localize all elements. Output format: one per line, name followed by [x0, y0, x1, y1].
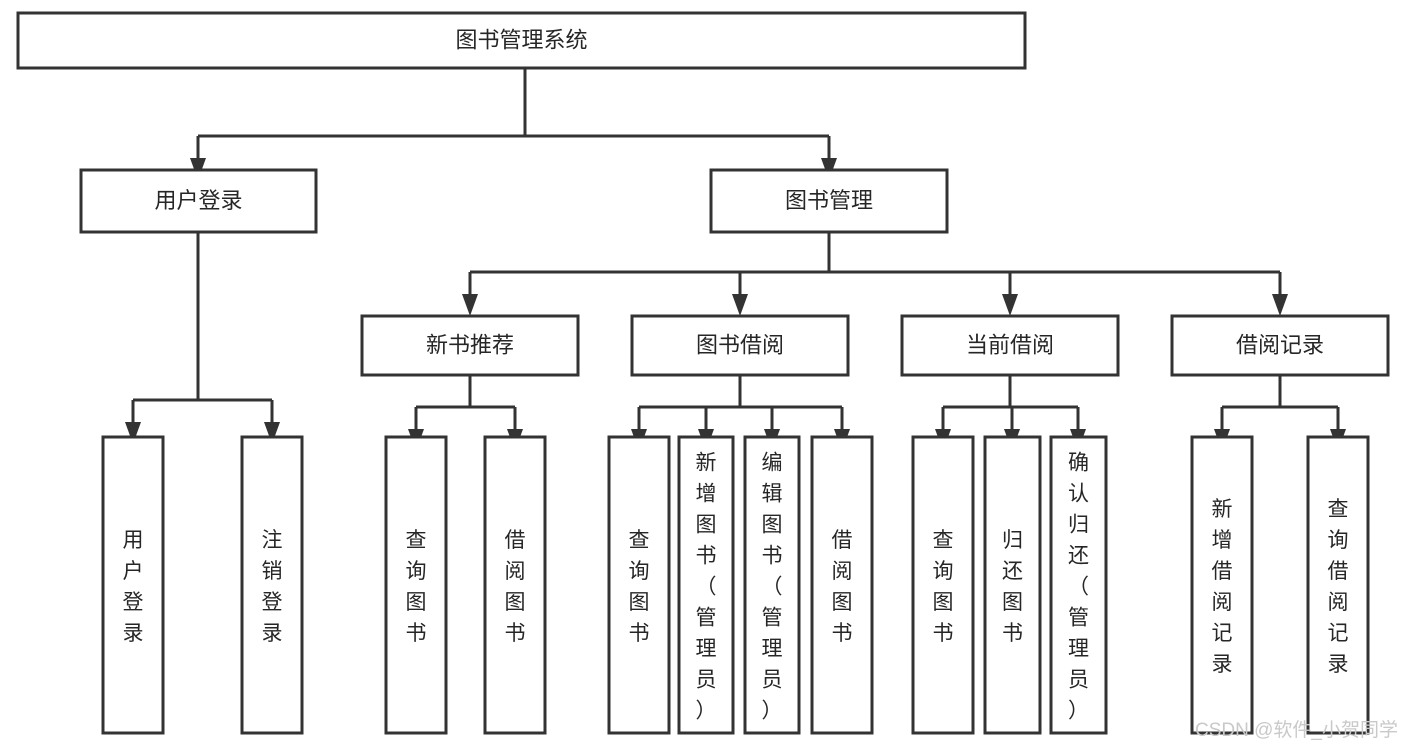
arrow-head-icon — [462, 294, 478, 316]
node-leaf-query-book-bb[interactable]: 查询图书 — [607, 435, 671, 735]
arrow-head-icon — [125, 422, 141, 444]
csdn-watermark: CSDN @软件_小贺同学 — [1195, 719, 1398, 741]
node-box-current-borrow — [900, 314, 1120, 377]
node-box-new-book-recommend — [360, 314, 580, 377]
arrow-head-icon — [732, 294, 748, 316]
node-label-leaf-query-record: 查询借阅记录 — [1328, 498, 1349, 676]
arrow-head-icon — [1272, 294, 1288, 316]
node-box-leaf-borrow-book-rec — [483, 435, 547, 735]
node-box-leaf-edit-book — [743, 435, 801, 735]
node-label-leaf-query-book-cb: 查询图书 — [933, 529, 954, 645]
node-label-leaf-user-logout: 注销登录 — [262, 529, 283, 645]
node-label-root: 图书管理系统 — [455, 27, 587, 52]
node-label-leaf-borrow-book-rec: 借阅图书 — [505, 529, 526, 645]
node-box-leaf-add-record — [1190, 435, 1254, 735]
node-box-leaf-user-login — [101, 435, 165, 735]
node-label-leaf-add-book: 新增图书（管理员） — [696, 452, 717, 723]
node-leaf-query-book-cb[interactable]: 查询图书 — [911, 435, 975, 735]
connector-layer — [125, 68, 1346, 451]
node-label-leaf-query-book-bb: 查询图书 — [629, 529, 650, 645]
node-label-new-book-recommend: 新书推荐 — [426, 332, 514, 357]
node-label-leaf-confirm-return: 确认归还（管理员） — [1068, 452, 1089, 723]
node-box-book-borrow — [630, 314, 850, 377]
node-label-book-management: 图书管理 — [785, 188, 873, 213]
node-leaf-borrow-book-bb[interactable]: 借阅图书 — [810, 435, 874, 735]
node-user-login[interactable]: 用户登录 — [79, 168, 318, 234]
node-box-leaf-query-book-cb — [911, 435, 975, 735]
node-label-current-borrow: 当前借阅 — [966, 332, 1054, 357]
node-root[interactable]: 图书管理系统 — [16, 11, 1027, 70]
node-label-user-login: 用户登录 — [154, 188, 242, 213]
node-label-leaf-user-login: 用户登录 — [123, 529, 144, 645]
node-book-borrow[interactable]: 图书借阅 — [630, 314, 850, 377]
node-leaf-borrow-book-rec[interactable]: 借阅图书 — [483, 435, 547, 735]
node-label-leaf-return-book: 归还图书 — [1002, 529, 1023, 645]
node-leaf-query-record[interactable]: 查询借阅记录 — [1306, 435, 1370, 735]
node-label-book-borrow: 图书借阅 — [696, 332, 784, 357]
node-leaf-add-record[interactable]: 新增借阅记录 — [1190, 435, 1254, 735]
node-new-book-recommend[interactable]: 新书推荐 — [360, 314, 580, 377]
node-box-leaf-add-book — [677, 435, 735, 735]
node-box-borrow-record — [1170, 314, 1390, 377]
node-leaf-user-login[interactable]: 用户登录 — [101, 435, 165, 735]
node-label-leaf-add-record: 新增借阅记录 — [1212, 498, 1233, 676]
node-box-book-management — [709, 168, 949, 234]
node-label-borrow-record: 借阅记录 — [1236, 332, 1324, 357]
node-borrow-record[interactable]: 借阅记录 — [1170, 314, 1390, 377]
node-box-leaf-query-book-rec — [384, 435, 448, 735]
node-label-leaf-query-book-rec: 查询图书 — [406, 529, 427, 645]
node-leaf-confirm-return[interactable]: 确认归还（管理员） — [1049, 435, 1108, 735]
node-leaf-edit-book[interactable]: 编辑图书（管理员） — [743, 435, 801, 735]
node-label-leaf-borrow-book-bb: 借阅图书 — [832, 529, 853, 645]
node-box-user-login — [79, 168, 318, 234]
node-book-management[interactable]: 图书管理 — [709, 168, 949, 234]
node-box-leaf-confirm-return — [1049, 435, 1108, 735]
node-leaf-query-book-rec[interactable]: 查询图书 — [384, 435, 448, 735]
arrow-head-icon — [1002, 294, 1018, 316]
node-leaf-return-book[interactable]: 归还图书 — [983, 435, 1042, 735]
node-label-leaf-edit-book: 编辑图书（管理员） — [762, 452, 783, 723]
node-leaf-user-logout[interactable]: 注销登录 — [240, 435, 304, 735]
node-box-leaf-query-record — [1306, 435, 1370, 735]
node-layer: 图书管理系统用户登录图书管理新书推荐图书借阅当前借阅借阅记录用户登录注销登录查询… — [16, 11, 1390, 735]
node-box-leaf-query-book-bb — [607, 435, 671, 735]
node-leaf-add-book[interactable]: 新增图书（管理员） — [677, 435, 735, 735]
node-box-root — [16, 11, 1027, 70]
node-box-leaf-user-logout — [240, 435, 304, 735]
arrow-head-icon — [264, 422, 280, 444]
node-current-borrow[interactable]: 当前借阅 — [900, 314, 1120, 377]
node-box-leaf-borrow-book-bb — [810, 435, 874, 735]
node-box-leaf-return-book — [983, 435, 1042, 735]
